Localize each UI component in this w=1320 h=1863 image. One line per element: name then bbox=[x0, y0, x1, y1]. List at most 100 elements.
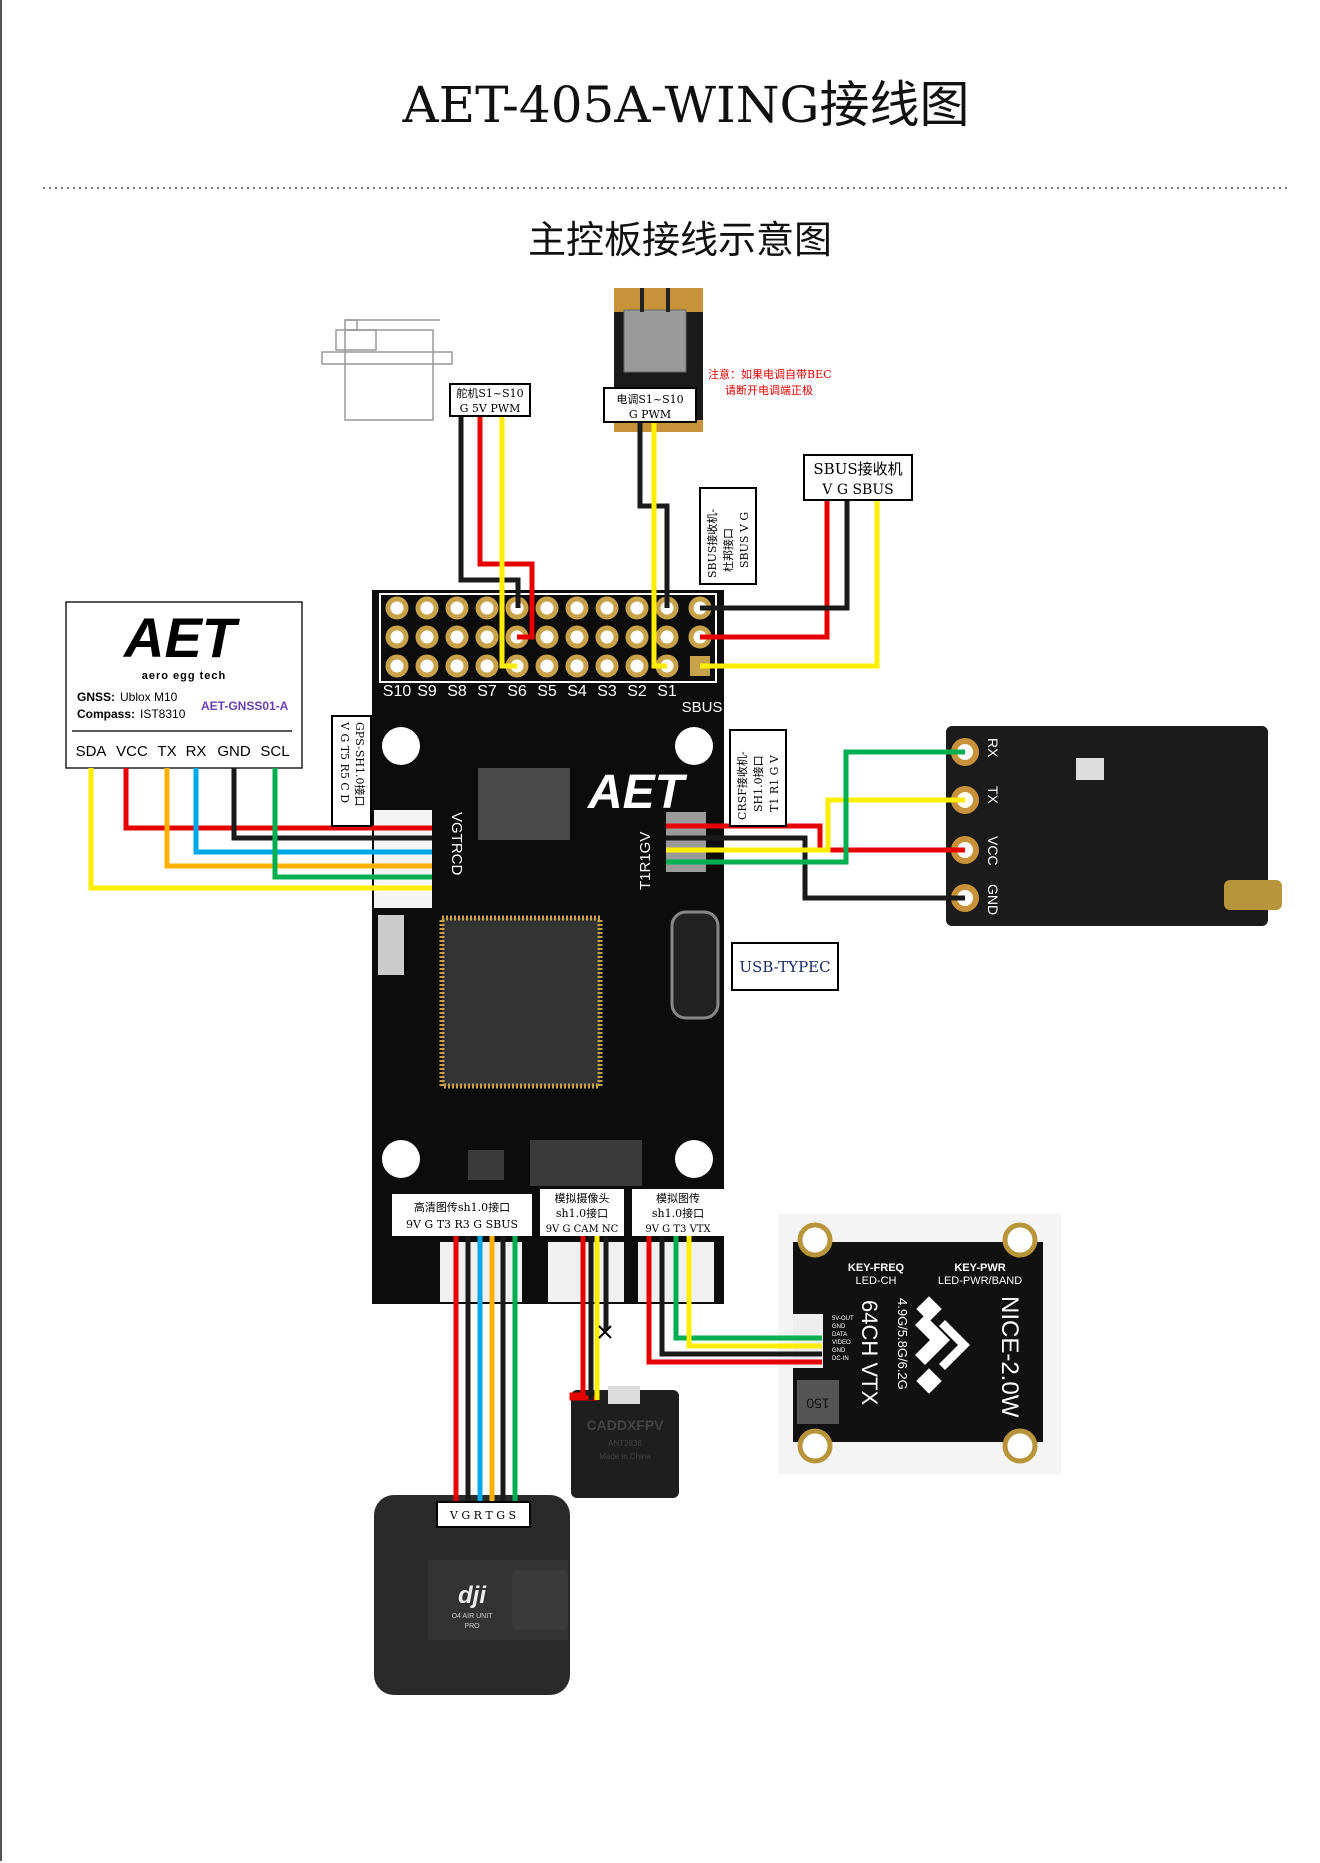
sbus-ground-wire bbox=[700, 500, 850, 611]
usb-label-box: USB-TYPEC bbox=[731, 942, 839, 991]
vtx-pin-label: VIDEO bbox=[832, 1340, 851, 1346]
servo-label-box: 舵机S1~S10 G 5V PWM bbox=[449, 383, 531, 417]
header-pin bbox=[655, 625, 679, 649]
vtx-bands: 4.9G/5.8G/6.2G bbox=[895, 1298, 910, 1390]
vtx-pin-label: DATA bbox=[832, 1332, 847, 1338]
sbus-silk-label: SBUS bbox=[682, 699, 723, 716]
vtx-port-line2: sh1.0接口 bbox=[652, 1207, 704, 1220]
vtx-video-wire bbox=[686, 1236, 822, 1349]
sbus-receiver-line2: V G SBUS bbox=[821, 482, 893, 498]
crsf-receiver-image: RX TX VCC GND bbox=[946, 726, 1282, 926]
compass-label: Compass: bbox=[77, 707, 135, 721]
header-pin bbox=[535, 596, 559, 620]
page-title: AET-405A-WING接线图 bbox=[402, 76, 970, 134]
gnss-model: AET-GNSS01-A bbox=[201, 699, 289, 713]
wires bbox=[88, 416, 965, 1502]
compass-value: IST8310 bbox=[140, 707, 186, 721]
camera-origin: Made in China bbox=[599, 1452, 651, 1461]
receiver-pin-label: RX bbox=[985, 738, 1001, 758]
camera-connector bbox=[548, 1242, 624, 1302]
sbus-dupont-label-box: SBUS接收机- 杜邦接口 SBUS V G bbox=[699, 487, 757, 585]
header-pin bbox=[565, 596, 589, 620]
vtx-channels: 64CH VTX bbox=[857, 1300, 882, 1405]
imu-chip bbox=[478, 768, 570, 840]
servo-pin-label: S2 bbox=[627, 683, 647, 700]
servo-pin-label: S5 bbox=[537, 683, 557, 700]
crsf-port-line3: T1 R1 G V bbox=[768, 754, 781, 812]
vtx-key-freq: KEY-FREQ bbox=[848, 1262, 905, 1274]
gnss-pin-label: RX bbox=[186, 743, 207, 760]
servo-label-line1: 舵机S1~S10 bbox=[456, 386, 523, 400]
header-pin bbox=[595, 654, 619, 678]
cam-port-line1: 模拟摄像头 bbox=[555, 1191, 610, 1205]
esc-signal-wire bbox=[651, 422, 667, 669]
sbus-receiver-line1: SBUS接收机 bbox=[813, 460, 902, 478]
dji-logo: dji bbox=[458, 1582, 487, 1609]
esc-bec-note-line1: 注意：如果电调自带BEC bbox=[708, 367, 832, 381]
gnss-scl-wire bbox=[272, 768, 432, 880]
gnss-logo: AET bbox=[122, 606, 241, 669]
esc-label-line2: G PWM bbox=[629, 408, 671, 421]
sbus-power-wire bbox=[700, 500, 830, 640]
crsf-g-wire bbox=[666, 835, 965, 901]
sbus-signal-wire bbox=[700, 500, 880, 669]
dji-model-line2: PRO bbox=[464, 1623, 480, 1630]
servo-pin-label: S4 bbox=[567, 683, 587, 700]
crsf-port-line1: CRSF接收机- bbox=[735, 751, 749, 820]
crsf-port-label-box: CRSF接收机- SH1.0接口 T1 R1 G V bbox=[729, 729, 787, 827]
servo-pin-label: S6 bbox=[507, 683, 527, 700]
hd-port-line2: 9V G T3 R3 G SBUS bbox=[406, 1218, 518, 1231]
gnss-gnd-wire bbox=[231, 768, 432, 841]
gnss-value: Ublox M10 bbox=[120, 690, 178, 704]
header-pin bbox=[535, 625, 559, 649]
crsf-t1-wire bbox=[666, 749, 965, 865]
gnss-tx-wire bbox=[164, 768, 432, 869]
dji-model-line1: O4 AIR UNIT bbox=[452, 1613, 494, 1620]
servo-signal-wire bbox=[499, 416, 517, 669]
nc-cross-icon bbox=[598, 1325, 612, 1339]
boot-button bbox=[378, 915, 404, 975]
analog-vtx-image: 150 KEY-FREQ LED-CH KEY-PWR LED-PWR/BAND… bbox=[778, 1214, 1061, 1474]
header-pin bbox=[445, 596, 469, 620]
dji-air-unit-image: dji O4 AIR UNIT PRO bbox=[374, 1495, 570, 1695]
mounting-hole bbox=[675, 1140, 713, 1178]
crsf-r1-wire bbox=[666, 797, 965, 853]
mcu-chip bbox=[439, 915, 603, 1089]
vtx-pin-label: GND bbox=[832, 1348, 846, 1354]
vtx-key-pwr: KEY-PWR bbox=[954, 1262, 1005, 1274]
vtx-data-wire bbox=[673, 1236, 822, 1341]
gps-port-line1: GPS-SH1.0接口 bbox=[353, 722, 366, 806]
section-subtitle: 主控板接线示意图 bbox=[528, 218, 832, 262]
receiver-pin-label: VCC bbox=[985, 836, 1001, 866]
servo-ground-wire bbox=[458, 416, 521, 608]
gnss-vcc-wire bbox=[123, 768, 432, 831]
vtx-model: NICE-2.0W bbox=[996, 1296, 1023, 1418]
header-pin bbox=[445, 625, 469, 649]
vtx-port-label-box: 模拟图传 sh1.0接口 9V G T3 VTX bbox=[632, 1189, 724, 1236]
flash-chip bbox=[530, 1140, 642, 1186]
sbus-receiver-label-box: SBUS接收机 V G SBUS bbox=[803, 454, 913, 501]
servo-pin-label: S3 bbox=[597, 683, 617, 700]
receiver-pin-label: TX bbox=[985, 786, 1001, 805]
servo-image bbox=[321, 319, 453, 421]
vtx-pin-label: DC-IN bbox=[832, 1356, 849, 1362]
board-logo: AET bbox=[587, 766, 688, 819]
vtx-power-wire bbox=[646, 1236, 822, 1365]
usb-label: USB-TYPEC bbox=[739, 958, 830, 976]
servo-pin-label: S1 bbox=[657, 683, 677, 700]
camera-model: ANT2836 bbox=[608, 1439, 642, 1448]
cam-port-line3: 9V G CAM NC bbox=[546, 1224, 619, 1235]
receiver-pin-label: GND bbox=[985, 884, 1001, 915]
header-pin bbox=[565, 625, 589, 649]
camera-brand: CADDXFPV bbox=[586, 1417, 664, 1433]
cam-port-line2: sh1.0接口 bbox=[556, 1207, 608, 1220]
analog-camera-image: CADDXFPV ANT2836 Made in China bbox=[571, 1386, 679, 1498]
mounting-hole bbox=[675, 727, 713, 765]
header-pin bbox=[445, 654, 469, 678]
header-pin bbox=[385, 596, 409, 620]
gnss-pin-label: TX bbox=[157, 743, 176, 760]
header-pin bbox=[415, 596, 439, 620]
header-pin bbox=[595, 596, 619, 620]
hd-port-line1: 高清图传sh1.0接口 bbox=[414, 1200, 510, 1214]
